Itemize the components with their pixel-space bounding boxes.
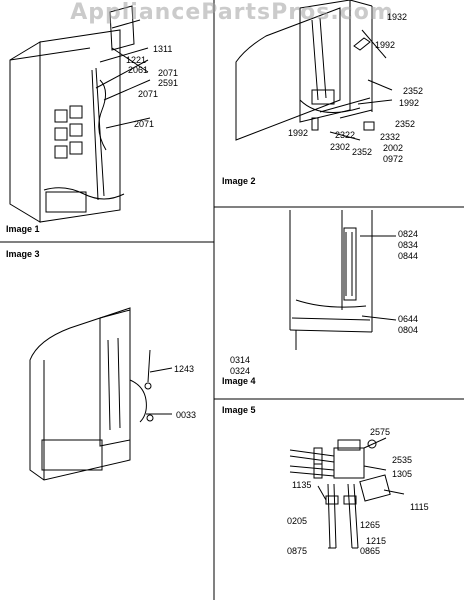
image5-water-valve — [289, 437, 405, 549]
part-label-1215: 1215 — [366, 536, 387, 546]
part-label-2352-a: 2352 — [403, 86, 424, 96]
image2-cabinet-back — [235, 0, 393, 141]
image4-cabinet-section — [289, 210, 397, 350]
part-label-2575: 2575 — [370, 427, 391, 437]
part-label-2352-b: 2352 — [395, 119, 416, 129]
part-label-2002: 2002 — [383, 143, 404, 153]
part-label-0324: 0324 — [230, 366, 251, 376]
image1-rear-panel — [109, 5, 135, 51]
watermark-text: AppliancePartsPros.com — [70, 0, 394, 25]
part-label-1115: 1115 — [410, 502, 429, 512]
caption-image4: Image 4 — [222, 376, 256, 386]
part-label-2061: 2061 — [128, 65, 149, 75]
part-label-0644: 0644 — [398, 314, 419, 324]
part-label-2332: 2332 — [380, 132, 401, 142]
part-label-0804: 0804 — [398, 325, 419, 335]
part-label-2302: 2302 — [330, 142, 351, 152]
part-label-1221: 1221 — [126, 55, 147, 65]
part-label-0875: 0875 — [287, 546, 308, 556]
part-label-0834: 0834 — [398, 240, 419, 250]
part-label-2535: 2535 — [392, 455, 413, 465]
part-label-1992-c: 1992 — [288, 128, 309, 138]
image1-refrigerator-rear — [9, 5, 151, 223]
part-label-1992-a: 1992 — [375, 40, 396, 50]
image2-valve — [353, 37, 371, 51]
caption-image1: Image 1 — [6, 224, 40, 234]
caption-image3: Image 3 — [6, 249, 40, 259]
caption-image5: Image 5 — [222, 405, 256, 415]
part-label-2591: 2591 — [158, 78, 179, 88]
image3-refrigerator-side — [29, 307, 173, 481]
part-label-2352-c: 2352 — [352, 147, 373, 157]
part-label-0865: 0865 — [360, 546, 381, 556]
part-label-1311: 1311 — [153, 44, 173, 54]
part-label-2071-a: 2071 — [158, 68, 179, 78]
part-label-1992-b: 1992 — [399, 98, 420, 108]
part-label-0205: 0205 — [287, 516, 308, 526]
part-label-0972: 0972 — [383, 154, 404, 164]
part-label-2071-b: 2071 — [138, 89, 159, 99]
part-label-0844: 0844 — [398, 251, 419, 261]
part-label-0824: 0824 — [398, 229, 419, 239]
part-label-0033: 0033 — [176, 410, 197, 420]
part-label-1243: 1243 — [174, 364, 195, 374]
part-label-1265: 1265 — [360, 520, 381, 530]
part-label-1135: 1135 — [292, 480, 312, 490]
part-label-0314: 0314 — [230, 355, 251, 365]
part-label-2071-c: 2071 — [134, 119, 155, 129]
part-label-1305: 1305 — [392, 469, 413, 479]
caption-image2: Image 2 — [222, 176, 256, 186]
part-label-2322: 2322 — [335, 130, 356, 140]
part-label-1932: 1932 — [387, 12, 408, 22]
